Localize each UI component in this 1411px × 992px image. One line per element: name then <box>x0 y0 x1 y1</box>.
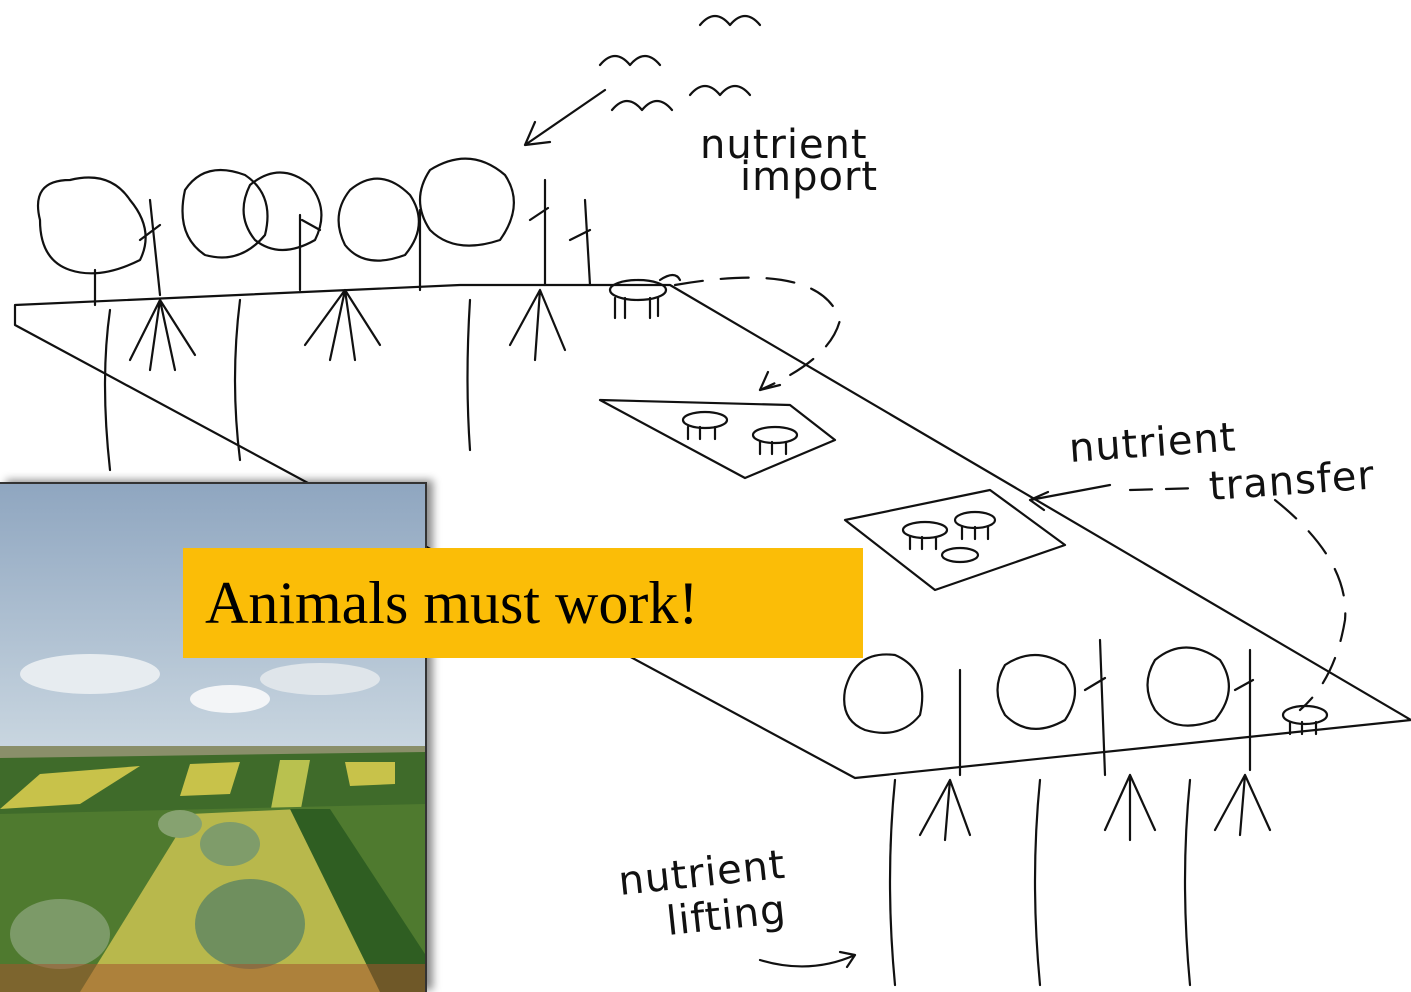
paddock-2 <box>845 490 1065 590</box>
label-nutrient-import-2: import <box>740 154 878 200</box>
transfer-arrow <box>1030 485 1110 510</box>
paddock-1 <box>600 400 835 478</box>
upper-tree-row <box>38 159 590 305</box>
lower-tree-row <box>844 640 1253 775</box>
dashed-move-arrow-1 <box>675 278 840 390</box>
paddock-2-animals <box>903 512 995 562</box>
import-arrow <box>525 90 605 145</box>
upper-roots <box>105 290 565 470</box>
lower-roots <box>890 775 1270 985</box>
dashed-move-arrow-2 <box>1275 500 1345 710</box>
label-nutrient-transfer-2: transfer <box>1207 453 1376 510</box>
lifting-arrow <box>760 952 855 967</box>
callout-banner: Animals must work! <box>183 548 863 658</box>
callout-text: Animals must work! <box>205 573 698 633</box>
paddock-1-animals <box>683 412 797 454</box>
grazing-animal-icon <box>610 275 680 318</box>
birds-icon <box>600 16 760 110</box>
